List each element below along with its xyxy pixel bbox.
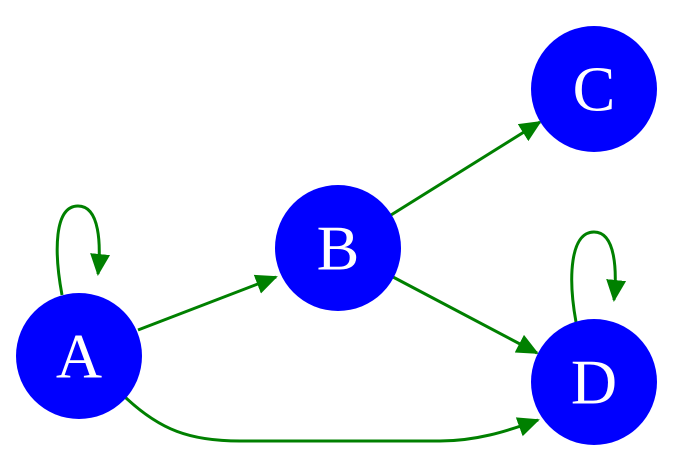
node-d-circle — [531, 319, 657, 445]
edge-b-c — [390, 120, 542, 217]
node-d[interactable]: D — [531, 319, 657, 445]
node-c-circle — [531, 26, 657, 152]
node-b[interactable]: B — [275, 185, 401, 311]
node-a-circle — [16, 293, 142, 419]
nodes: A B C D — [16, 26, 657, 445]
node-b-label: B — [317, 213, 360, 284]
edges — [55, 120, 627, 443]
node-d-label: D — [571, 347, 617, 418]
node-b-circle — [275, 185, 401, 311]
node-c-label: C — [573, 54, 616, 125]
edge-d-d — [570, 230, 627, 323]
edge-b-d — [392, 275, 539, 355]
node-a-label: A — [56, 321, 102, 392]
edge-a-b — [137, 274, 278, 332]
edge-a-d — [123, 395, 540, 443]
node-c[interactable]: C — [531, 26, 657, 152]
node-a[interactable]: A — [16, 293, 142, 419]
edge-a-a — [55, 204, 111, 296]
